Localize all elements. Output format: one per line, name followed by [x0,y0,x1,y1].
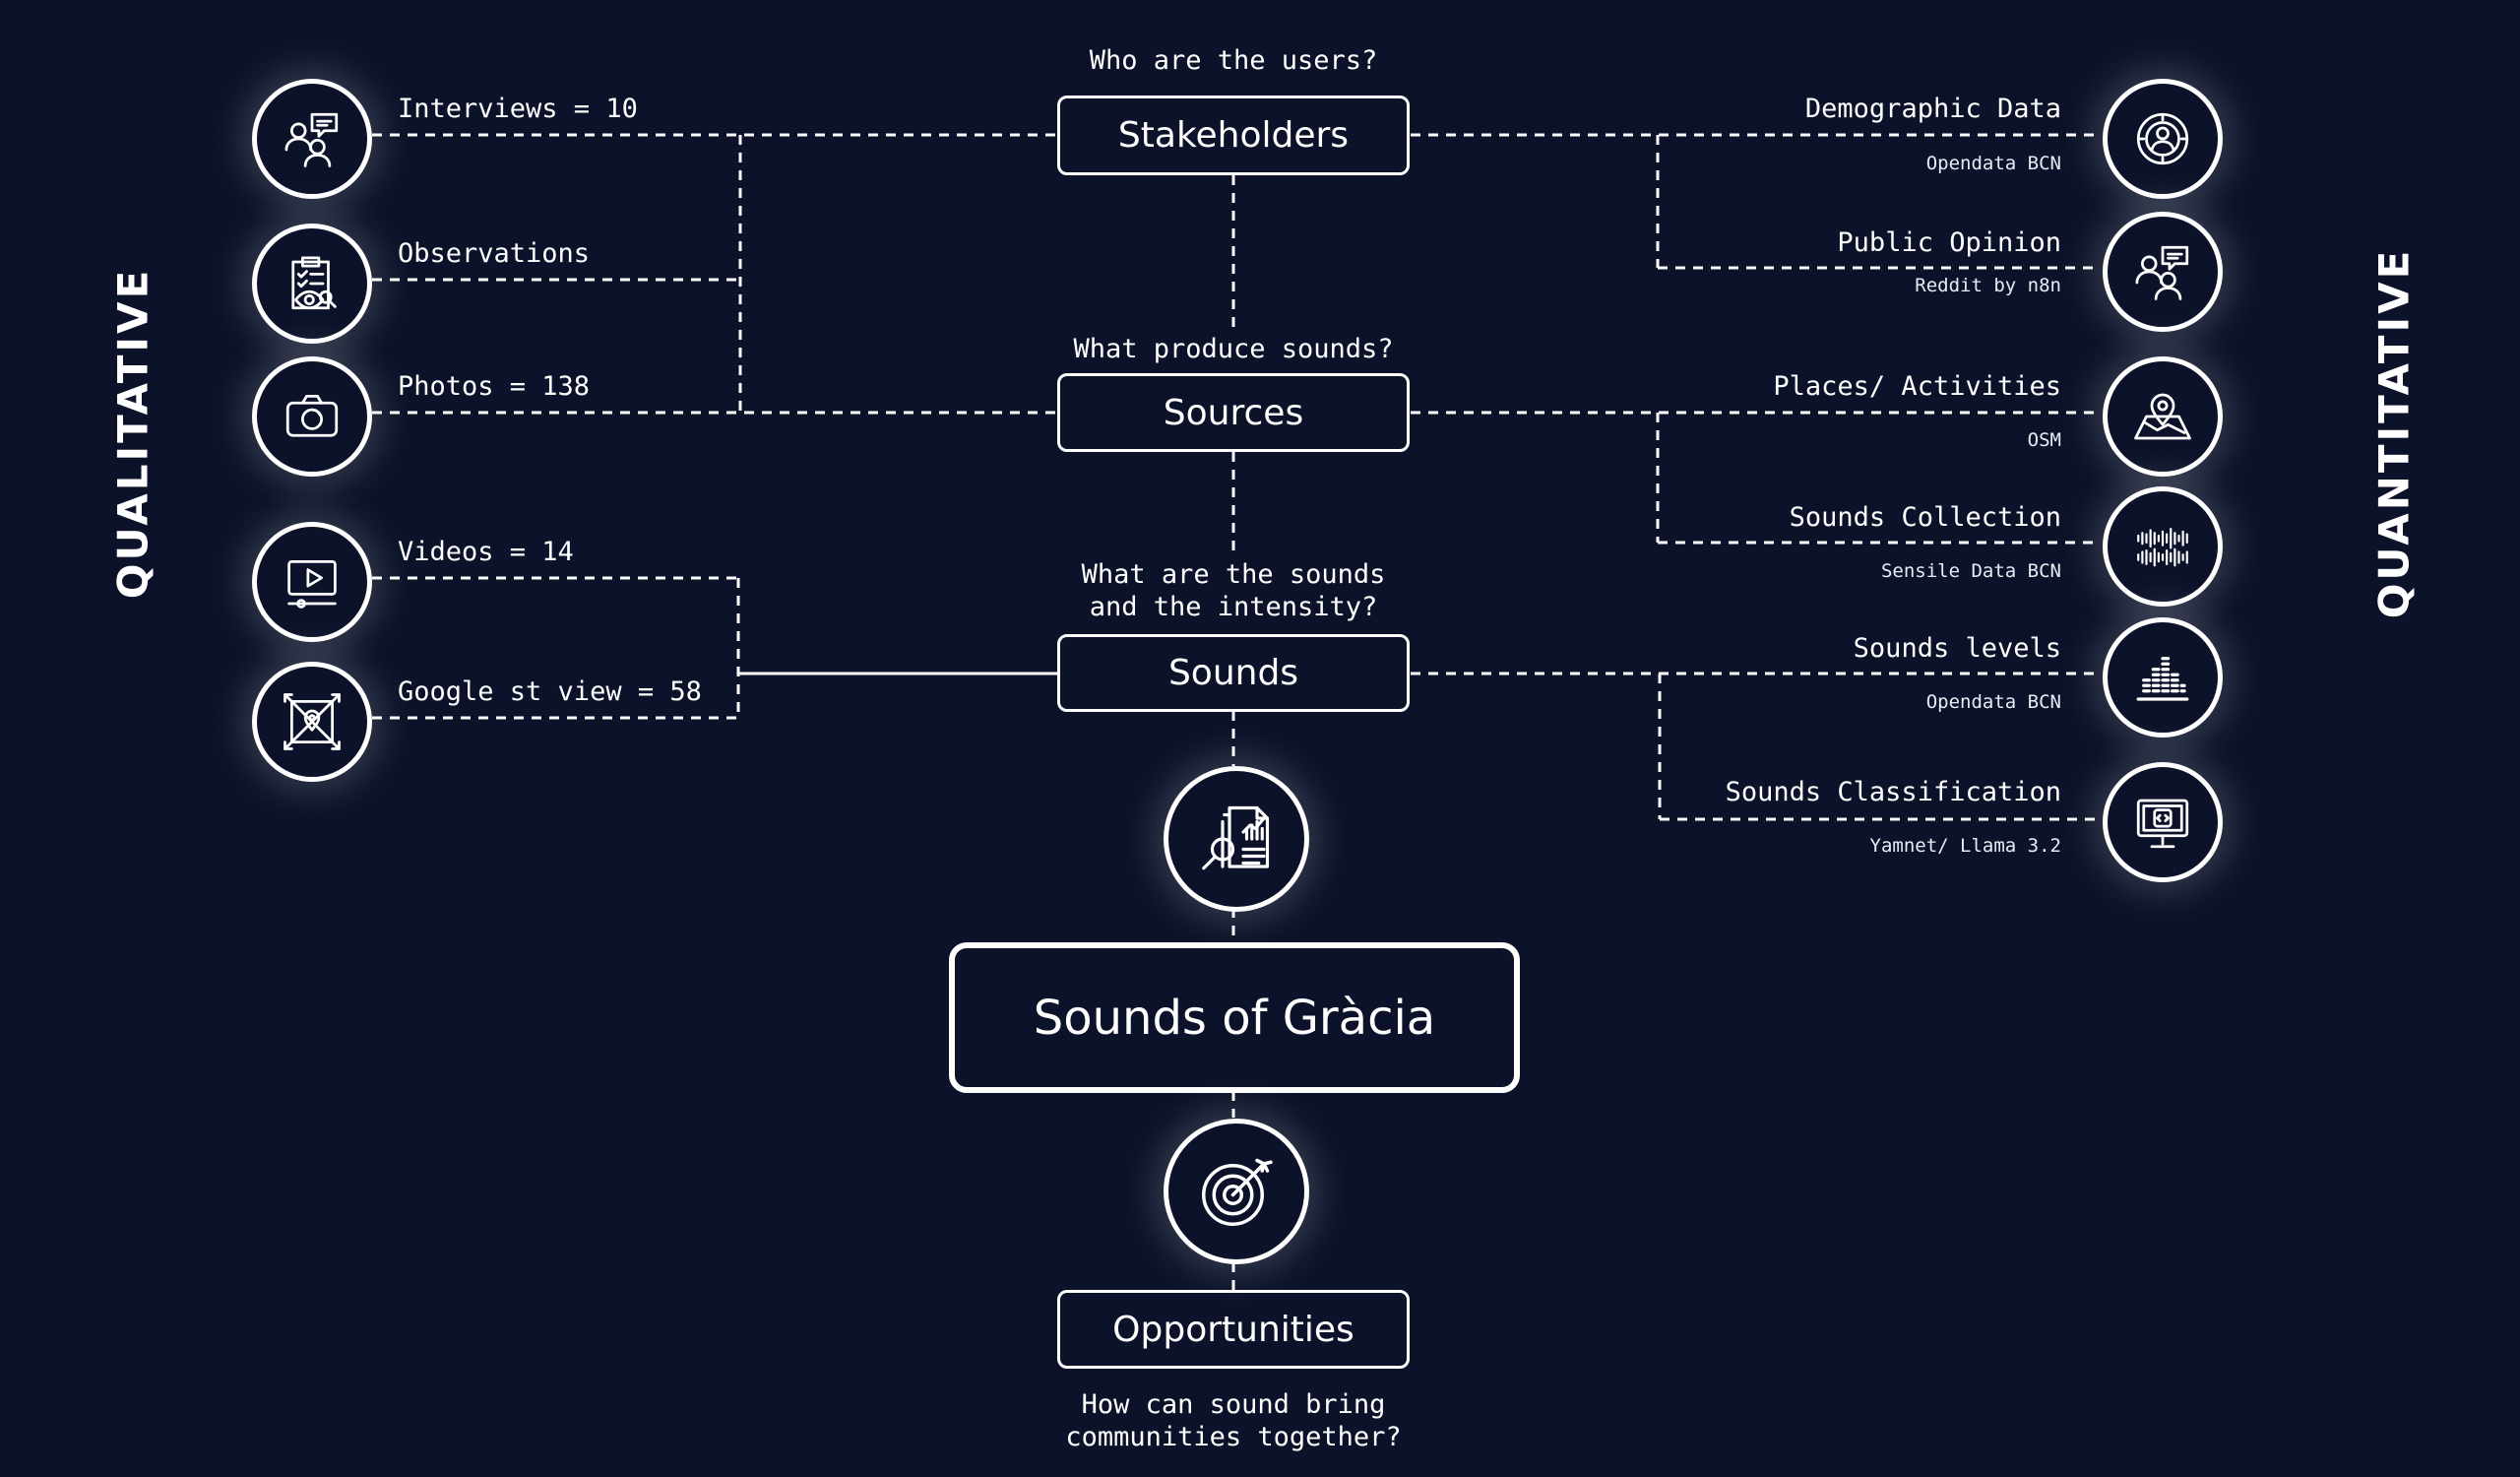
places-activities-label: Places/ Activities [1773,371,2061,402]
sounds-classification-circle [2103,762,2223,882]
code-monitor-icon [2136,799,2189,849]
opportunities-question: How can sound bring communities together… [987,1388,1480,1453]
photos-label: Photos = 138 [398,371,591,402]
public-opinion-circle [2103,212,2223,332]
sounds-levels-circle [2103,617,2223,738]
sounds-question-line-1: What are the sounds [1081,559,1386,590]
sounds-collection-label: Sounds Collection [1789,502,2061,533]
stakeholders-question: Who are the users? [1089,45,1378,76]
opportunities-question-line-2: communities together? [1065,1422,1402,1452]
observations-circle [252,224,372,344]
photos-circle [252,356,372,477]
public-opinion-source: Reddit by n8n [1915,275,2061,296]
street-view-circle [252,662,372,782]
data-analysis-icon [1202,805,1270,870]
sounds-classification-source: Yamnet/ Llama 3.2 [1869,835,2061,857]
sounds-collection-circle [2103,486,2223,607]
demographic-data-source: Opendata BCN [1925,153,2061,174]
stakeholders-node: Stakeholders [1057,96,1410,175]
public-opinion-label: Public Opinion [1837,227,2061,258]
sources-node: Sources [1057,373,1410,452]
public-opinion-icon [2135,245,2189,300]
map-pin-icon [2134,393,2191,440]
sounds-collection-source: Sensile Data BCN [1880,560,2061,582]
places-circle [2103,356,2223,477]
sounds-node: Sounds [1057,634,1410,712]
opportunities-question-line-1: How can sound bring [1081,1389,1386,1420]
demographic-data-label: Demographic Data [1804,94,2061,124]
observations-label: Observations [398,238,591,269]
target-circle [1164,1119,1309,1264]
sources-question: What produce sounds? [1073,334,1394,364]
target-icon [1202,1158,1273,1226]
street-view-label: Google st view = 58 [398,676,702,707]
demographic-circle [2103,79,2223,199]
sounds-classification-label: Sounds Classification [1725,777,2061,807]
sounds-levels-source: Opendata BCN [1925,691,2061,713]
camera-icon [285,395,339,437]
places-activities-source: OSM [2027,429,2061,451]
videos-label: Videos = 14 [398,537,574,567]
interviews-label: Interviews = 10 [398,94,638,124]
street-view-map-icon [284,693,341,750]
analysis-circle [1164,766,1309,912]
sounds-question: What are the sounds and the intensity? [987,558,1480,623]
sound-level-bars-icon [2136,657,2189,701]
videos-circle [252,522,372,642]
project-title-node: Sounds of Gràcia [949,942,1520,1093]
quantitative-axis-title: QUANTITATIVE [2369,247,2419,619]
sounds-levels-label: Sounds levels [1853,633,2061,664]
opportunities-node: Opportunities [1057,1290,1410,1369]
qualitative-axis-title: QUALITATIVE [108,267,158,600]
video-player-icon [287,560,337,609]
sounds-question-line-2: and the intensity? [1089,592,1378,622]
demographic-icon [2136,112,2189,165]
interview-icon [284,112,339,167]
sound-wave-icon [2137,528,2188,567]
interviews-circle [252,79,372,199]
observation-clipboard-icon [291,256,337,310]
